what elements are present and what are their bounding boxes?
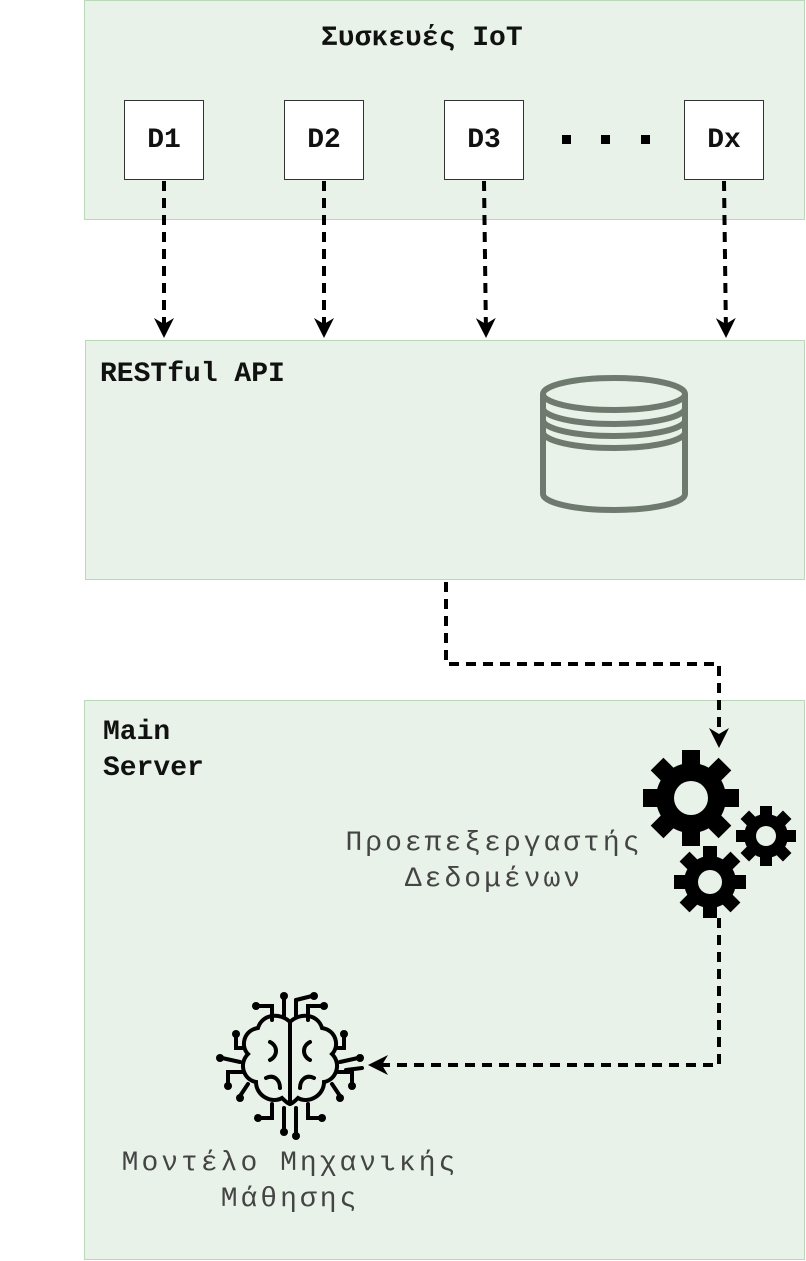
preprocessor-label: Προεπεξεργαστής Δεδομένων (336, 826, 652, 899)
small-gear-bottom (674, 846, 746, 918)
arrow-d3-api (475, 180, 496, 338)
device-d3: D3 (444, 100, 524, 180)
arrow-api-preprocessor (444, 582, 729, 748)
gears-icon (643, 750, 796, 918)
device-ellipsis (562, 135, 650, 144)
device-d1: D1 (124, 100, 204, 180)
server-panel-title: Main Server (103, 717, 204, 785)
database-icon (540, 375, 688, 513)
preprocessor-label-line1: Προεπεξεργαστής (345, 828, 643, 859)
device-dx: Dx (684, 100, 764, 180)
large-gear (643, 750, 739, 846)
ai-brain-circuit-nodes (216, 992, 364, 1140)
ml-model-label-line2: Μάθησης (220, 1184, 360, 1216)
ml-model-label-line1: Μοντέλο Μηχανικής (121, 1148, 459, 1179)
device-d2: D2 (284, 100, 364, 180)
iot-panel-title: Συσκευές IoT (321, 23, 523, 54)
arrow-dx-api (715, 180, 736, 338)
small-gear-right (736, 806, 796, 866)
ml-model-label: Μοντέλο Μηχανικής Μάθησης (110, 1146, 470, 1219)
preprocessor-label-line2: Δεδομένων (404, 864, 584, 896)
arrow-preprocessor-model (368, 918, 721, 1075)
api-panel-title: RESTful API (100, 359, 285, 390)
ai-brain-icon (220, 994, 364, 1136)
